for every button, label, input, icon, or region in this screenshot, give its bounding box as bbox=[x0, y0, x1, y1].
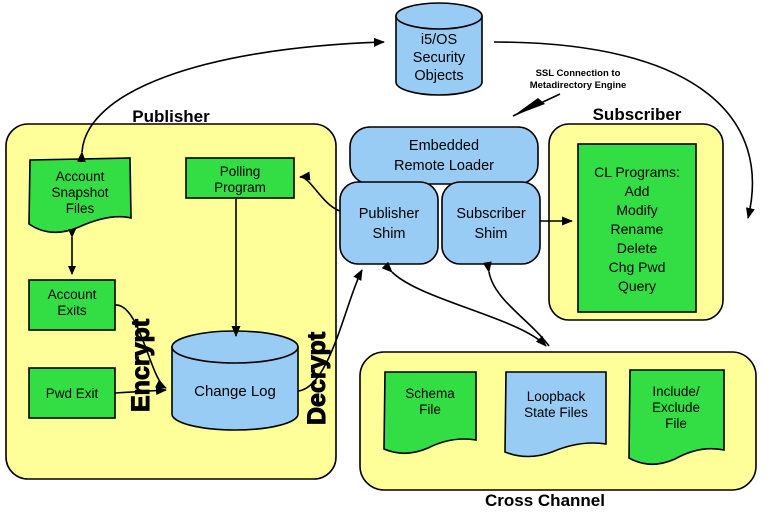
include-exclude-file-line1: Include/ bbox=[652, 384, 700, 399]
publisher-title: Publisher bbox=[132, 107, 210, 126]
loopback-state-files-line2: State Files bbox=[524, 405, 588, 420]
publisher-shim-line1: Publisher bbox=[359, 206, 420, 222]
ssl-note-line2: Metadirectory Engine bbox=[530, 80, 627, 91]
include-exclude-file-shape bbox=[628, 369, 725, 466]
publisher-shim-shape bbox=[339, 181, 439, 265]
polling-program-line2: Program bbox=[214, 180, 266, 195]
cl-program-item-modify: Modify bbox=[616, 202, 657, 218]
schema-file-node: Schema File bbox=[383, 371, 477, 455]
cl-program-item-chg-pwd: Chg Pwd bbox=[609, 259, 666, 275]
embedded-remote-loader-line2: Remote Loader bbox=[394, 158, 494, 174]
encrypt-label: Encrypt bbox=[127, 318, 155, 412]
i5os-label-line2: Security bbox=[413, 50, 466, 66]
connector-pwd-exit-to-change-log bbox=[114, 386, 167, 396]
subscriber-shim-shape bbox=[441, 181, 541, 265]
pwd-exit-shape bbox=[28, 367, 116, 419]
loopback-state-files-line1: Loopback bbox=[527, 389, 586, 404]
loopback-state-files-node: Loopback State Files bbox=[504, 371, 607, 458]
i5os-label-line3: Objects bbox=[414, 68, 463, 84]
polling-program-shape bbox=[185, 157, 295, 199]
subscriber-shim-line1: Subscriber bbox=[456, 206, 525, 222]
account-snapshot-line2: Snapshot bbox=[51, 185, 108, 200]
subscriber-shim-node: Subscriber Shim bbox=[441, 181, 541, 265]
account-exits-node: Account Exits bbox=[28, 279, 116, 331]
connector-snapshot-to-i5os bbox=[76, 37, 385, 163]
cl-program-item-add: Add bbox=[625, 183, 650, 199]
ssl-note-line1: SSL Connection to bbox=[536, 68, 621, 79]
connector-account-exits-to-change-log bbox=[114, 304, 167, 389]
encrypt-label-group: Encrypt bbox=[126, 318, 155, 413]
i5os-security-objects-node: i5/OS Security Objects bbox=[395, 2, 483, 96]
pwd-exit-line1: Pwd Exit bbox=[46, 386, 99, 401]
loopback-state-files-shape bbox=[504, 371, 607, 458]
cl-programs-heading: CL Programs: bbox=[594, 164, 680, 180]
cross-channel-title: Cross Channel bbox=[485, 491, 605, 510]
include-exclude-file-line2: Exclude bbox=[652, 400, 700, 415]
include-exclude-file-node: Include/ Exclude File bbox=[628, 369, 725, 466]
i5os-label-line1: i5/OS bbox=[421, 32, 457, 48]
include-exclude-file-line3: File bbox=[665, 416, 687, 431]
publisher-shim-node: Publisher Shim bbox=[339, 181, 439, 265]
schema-file-line2: File bbox=[419, 402, 441, 417]
ssl-connection-note: SSL Connection to Metadirectory Engine bbox=[512, 68, 627, 117]
account-exits-line2: Exits bbox=[57, 303, 87, 318]
cl-program-item-rename: Rename bbox=[611, 221, 664, 237]
connector-i5os-to-cl-programs bbox=[493, 41, 755, 219]
cl-programs-node: CL Programs: Add Modify Rename Delete Ch… bbox=[577, 143, 697, 313]
change-log-cylinder-top bbox=[171, 330, 299, 364]
change-log-label: Change Log bbox=[194, 383, 276, 400]
account-snapshot-files-node: Account Snapshot Files bbox=[28, 157, 132, 234]
decrypt-label: Decrypt bbox=[303, 331, 331, 425]
ssl-leader-wedge bbox=[513, 98, 545, 116]
account-snapshot-shape bbox=[28, 157, 132, 234]
connector-change-log-to-publisher-shim bbox=[297, 269, 363, 392]
account-snapshot-line1: Account bbox=[56, 169, 105, 184]
cl-program-item-query: Query bbox=[618, 278, 656, 294]
subscriber-shim-line2: Shim bbox=[474, 226, 507, 242]
connectors bbox=[68, 37, 755, 396]
decrypt-label-group: Decrypt bbox=[302, 331, 331, 426]
connector-subscriber-shim-to-cross-channel bbox=[482, 261, 550, 347]
embedded-remote-loader-node: Embedded Remote Loader bbox=[349, 126, 539, 185]
change-log-cylinder-body bbox=[171, 346, 299, 431]
schema-file-shape bbox=[383, 371, 477, 455]
change-log-node: Change Log bbox=[171, 330, 299, 431]
i5os-cylinder-top bbox=[395, 2, 483, 30]
account-exits-line1: Account bbox=[48, 287, 97, 302]
i5os-cylinder-body bbox=[395, 15, 483, 96]
embedded-remote-loader-shape bbox=[349, 126, 539, 185]
schema-file-line1: Schema bbox=[405, 386, 455, 401]
pwd-exit-node: Pwd Exit bbox=[28, 367, 116, 419]
account-snapshot-line3: Files bbox=[66, 201, 95, 216]
polling-program-node: Polling Program bbox=[185, 157, 295, 199]
connector-publisher-shim-to-polling-program bbox=[299, 171, 341, 212]
publisher-shim-line2: Shim bbox=[372, 226, 405, 242]
polling-program-line1: Polling bbox=[220, 164, 261, 179]
connector-publisher-shim-to-cross-channel bbox=[381, 261, 547, 347]
cl-programs-shape bbox=[577, 143, 697, 313]
cl-program-item-delete: Delete bbox=[617, 240, 658, 256]
subscriber-title: Subscriber bbox=[593, 105, 682, 124]
embedded-remote-loader-line1: Embedded bbox=[409, 138, 479, 154]
